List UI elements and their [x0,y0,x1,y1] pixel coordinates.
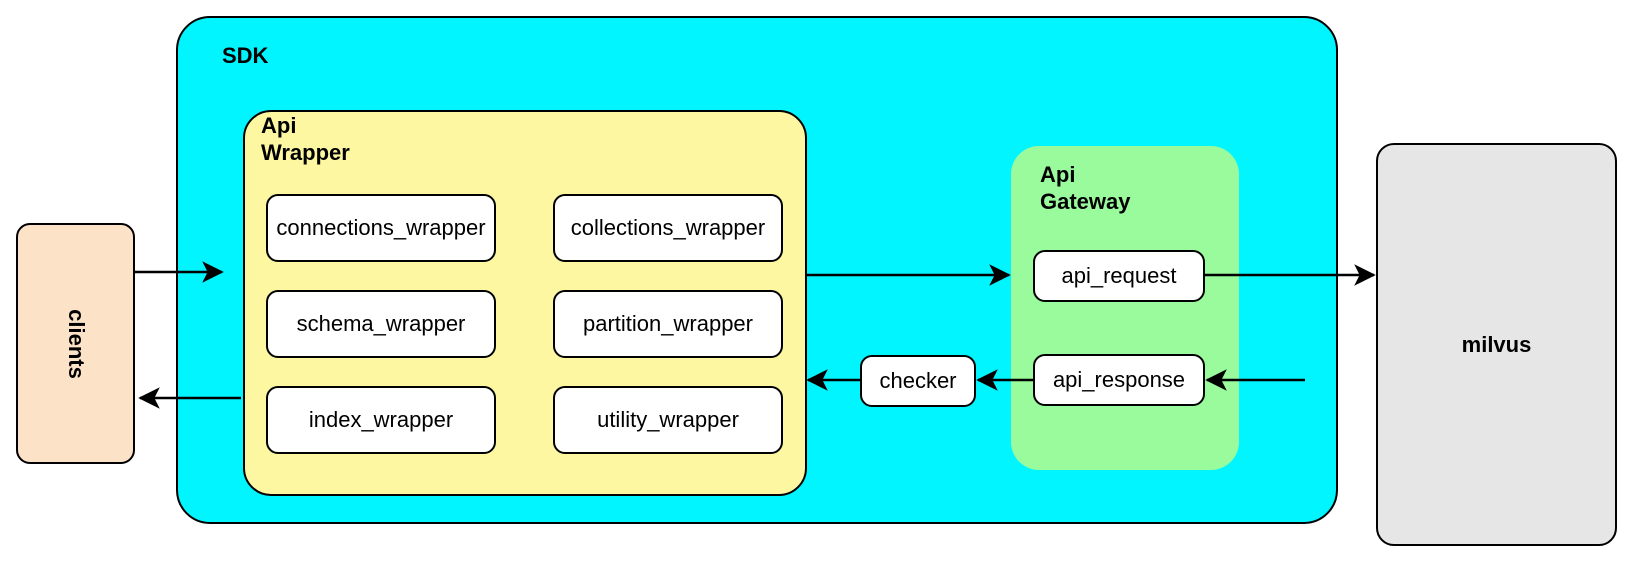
node-api-response[interactable]: api_response [1033,354,1205,406]
node-partition-wrapper[interactable]: partition_wrapper [553,290,783,358]
node-utility-wrapper[interactable]: utility_wrapper [553,386,783,454]
node-connections-wrapper[interactable]: connections_wrapper [266,194,496,262]
api-wrapper-title: Api Wrapper [261,113,381,167]
node-schema-wrapper[interactable]: schema_wrapper [266,290,496,358]
milvus-label: milvus [1461,331,1532,357]
node-checker[interactable]: checker [860,355,976,407]
node-api-gateway-container[interactable] [1011,146,1239,470]
node-clients[interactable] [16,223,135,464]
node-index-wrapper[interactable]: index_wrapper [266,386,496,454]
api-wrapper-title-line1: Api [261,113,297,138]
sdk-title: SDK [222,43,269,68]
clients-label: clients [16,223,135,464]
clients-label-text: clients [63,308,89,379]
api-wrapper-title-line2: Wrapper [261,139,350,165]
api-gateway-title-line2: Gateway [1040,188,1131,214]
node-milvus[interactable] [1376,143,1617,546]
api-gateway-title: Api Gateway [1040,162,1180,216]
node-collections-wrapper[interactable]: collections_wrapper [553,194,783,262]
node-api-request[interactable]: api_request [1033,250,1205,302]
api-gateway-title-line1: Api [1040,162,1076,187]
